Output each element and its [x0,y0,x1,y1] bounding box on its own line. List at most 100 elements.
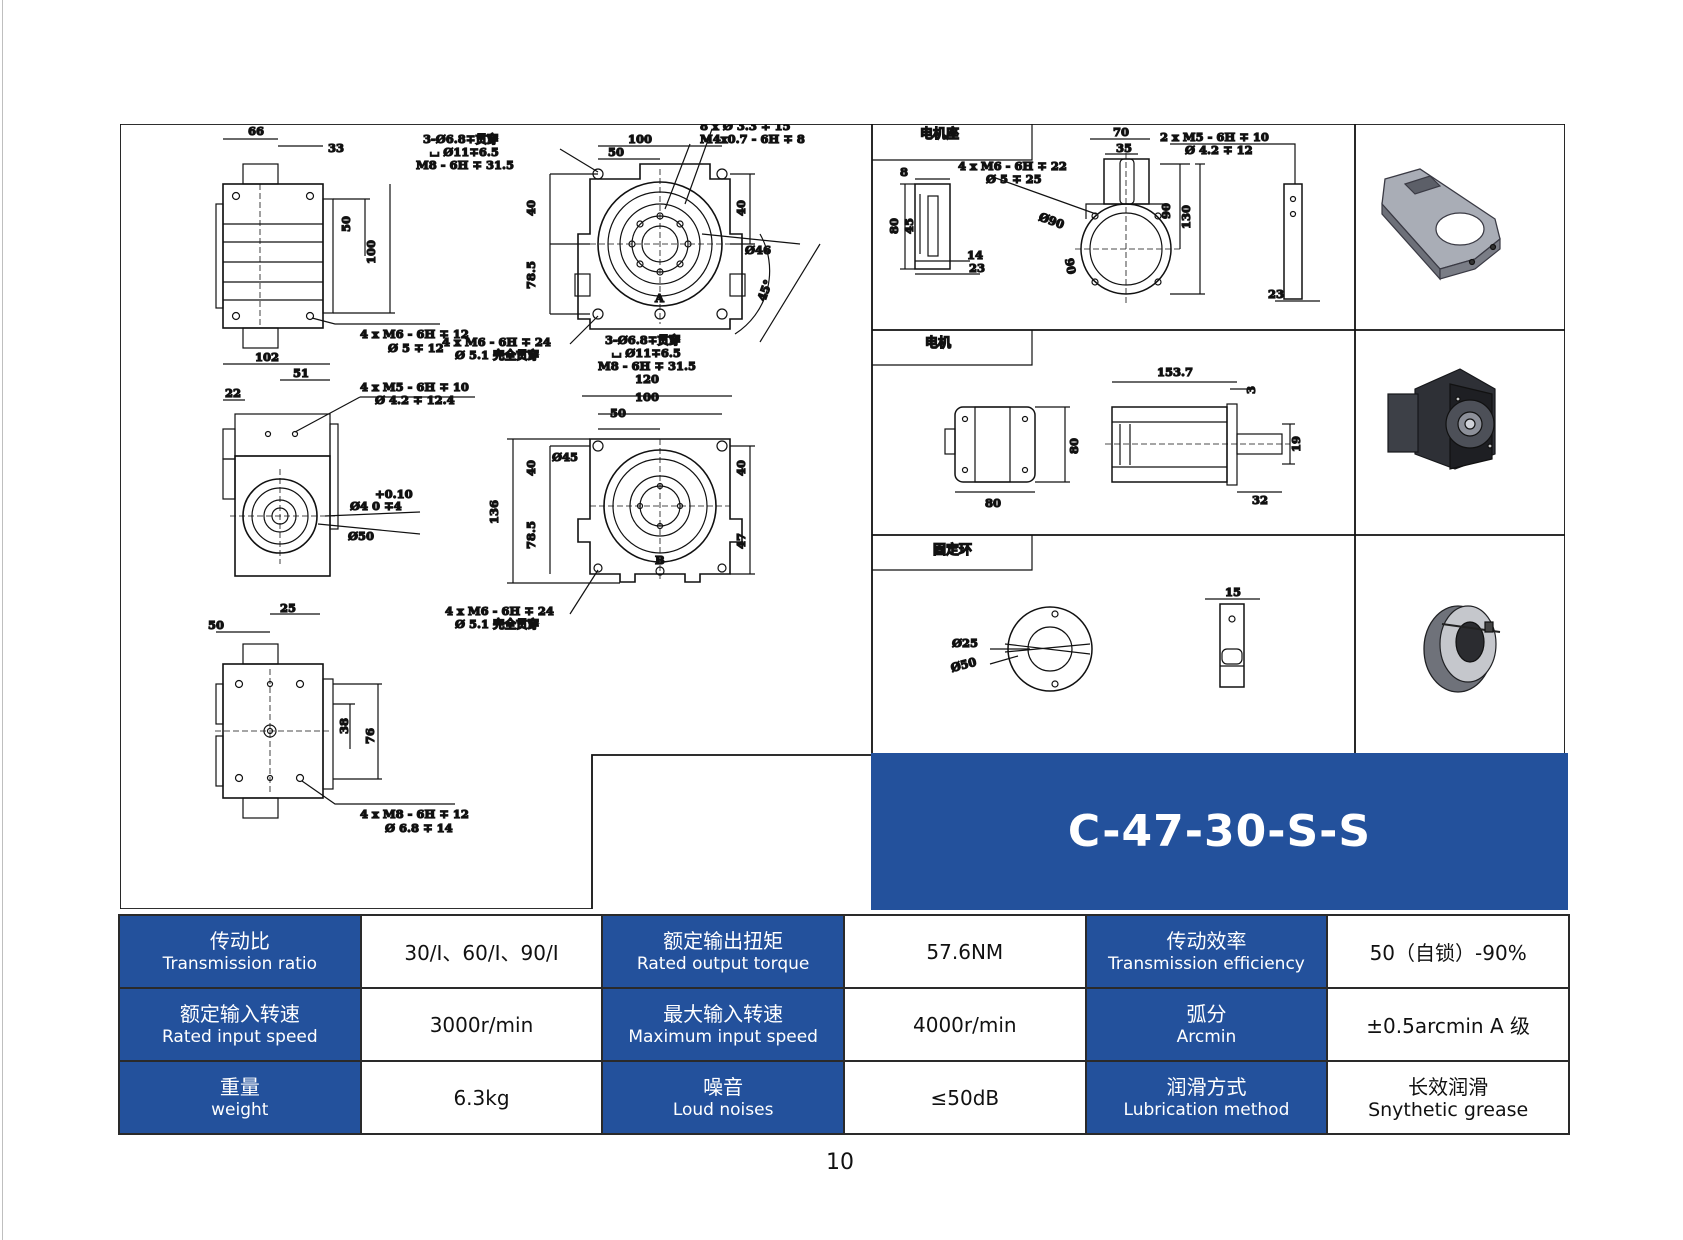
mm-d23b: 23 [1268,287,1284,301]
motor-drawing [944,381,1295,493]
front-view [215,138,440,349]
ring-phi50: Ø50 [949,655,978,675]
mm-d130: 130 [1179,205,1193,229]
dim-bot-76: 76 [363,728,377,744]
spec-value-transmission-ratio: 30/I、60/I、90/I [359,914,604,989]
dim-100: 100 [364,240,378,264]
top-note-1: 3-Ø6.8∓贯穿 [423,132,498,146]
top-bottom-note-1: 4 x M6 - 6H ∓ 24 [442,335,551,349]
mm-note-r2: Ø 4.2 ∓ 12 [1185,143,1253,157]
top-note-2: ⌴ Ø11∓6.5 [430,145,499,159]
top-label-a: A [654,291,665,305]
top-view-a [549,128,821,345]
side-view [222,363,475,577]
ring-render [1423,605,1501,693]
dim-b-785: 78.5 [524,521,538,549]
bot-note-1: 4 x M8 - 6H ∓ 12 [360,807,469,821]
section-motor: 电机 [925,335,951,351]
model-title-box: C-47-30-S-S [871,753,1568,910]
dim-50: 50 [339,216,353,232]
mm-d45: 45 [902,218,916,234]
dim-top-100: 100 [628,132,652,146]
motor-d1537: 153.7 [1157,365,1193,379]
mm-d70: 70 [1113,125,1129,139]
b-note-3: M8 - 6H ∓ 31.5 [598,359,696,373]
dim-b-50: 50 [610,406,626,420]
ring-phi25: Ø25 [952,636,978,650]
side-tol: +0.10 [375,487,413,501]
technical-drawing: 66 33 50 100 4 x M6 - 6H ∓ 12 Ø 5 ∓ 12 [120,124,1565,909]
dim-side-51: 51 [293,366,309,380]
dim-side-22: 22 [225,386,241,400]
ring-drawing [989,598,1260,692]
mm-d23: 23 [969,261,985,275]
motor-mount-drawing [900,138,1320,304]
dim-b-45: Ø45 [552,450,578,464]
spec-value-loud-noises: ≤50dB [842,1060,1087,1135]
side-note-2: Ø 4.2 ∓ 12.4 [375,393,455,407]
spec-value-weight: 6.3kg [359,1060,604,1135]
b-note-2: ⌴ Ø11∓6.5 [612,346,681,360]
mm-note-r1: 2 x M5 - 6H ∓ 10 [1160,130,1269,144]
dim-top-45deg: 45° [755,278,776,303]
dim-b-47: 47 [734,533,748,549]
mm-d14: 14 [967,248,983,262]
bottom-view [215,613,455,819]
dim-66: 66 [248,124,264,138]
dim-b-40a: 40 [524,460,538,476]
top-view-b [507,395,755,615]
spec-value-maximum-input-speed: 4000r/min [842,987,1087,1062]
mm-d80: 80 [887,218,901,234]
top-bottom-note-2: Ø 5.1 完全贯穿 [455,348,539,362]
spec-value-transmission-efficiency: 50（自锁）-90% [1326,914,1570,989]
b-note-1: 3-Ø6.8∓贯穿 [605,333,680,347]
dim-top-46: Ø46 [745,243,771,257]
side-phi50: Ø50 [348,529,374,543]
dim-bot-25: 25 [280,601,296,615]
motor-d32: 32 [1252,493,1268,507]
model-name: C-47-30-S-S [1067,806,1372,857]
page-edge [2,0,3,1240]
front-hole-note-1: 4 x M6 - 6H ∓ 12 [360,327,469,341]
b-label-b: B [655,553,665,567]
side-phi4: Ø4 0 ∓4 [350,499,402,513]
top-note-r2: M4x0.7 - 6H ∓ 8 [700,132,805,146]
dim-top-785: 78.5 [524,261,538,289]
section-motor-mount: 电机座 [920,126,959,142]
bot-note-2: Ø 6.8 ∓ 14 [385,821,453,835]
dim-top-50: 50 [608,145,624,159]
b-bottom-note-2: Ø 5.1 完全贯穿 [455,617,539,631]
mm-note-l2: Ø 5 ∓ 25 [986,172,1042,186]
motor-render [1387,368,1496,470]
mm-d90b: 90 [1062,257,1079,275]
dim-b-136: 136 [487,500,501,524]
motor-d3: 3 [1244,386,1258,394]
motor-d80a: 80 [1067,438,1081,454]
dim-b-100: 100 [635,390,659,404]
mm-d90: 90 [1159,203,1173,219]
mm-phi90: Ø90 [1037,210,1066,232]
dim-top-40b: 40 [734,200,748,216]
dim-b-120: 120 [635,372,659,386]
mm-d35: 35 [1116,141,1132,155]
dim-top-40a: 40 [524,200,538,216]
b-bottom-note-1: 4 x M6 - 6H ∓ 24 [445,604,554,618]
mm-d8: 8 [900,165,908,179]
dim-33: 33 [328,141,344,155]
spec-value-arcmin: ±0.5arcmin A 级 [1326,987,1570,1062]
front-hole-note-2: Ø 5 ∓ 12 [388,341,444,355]
page-number: 10 [826,1150,854,1175]
motor-d19: 19 [1289,436,1303,452]
